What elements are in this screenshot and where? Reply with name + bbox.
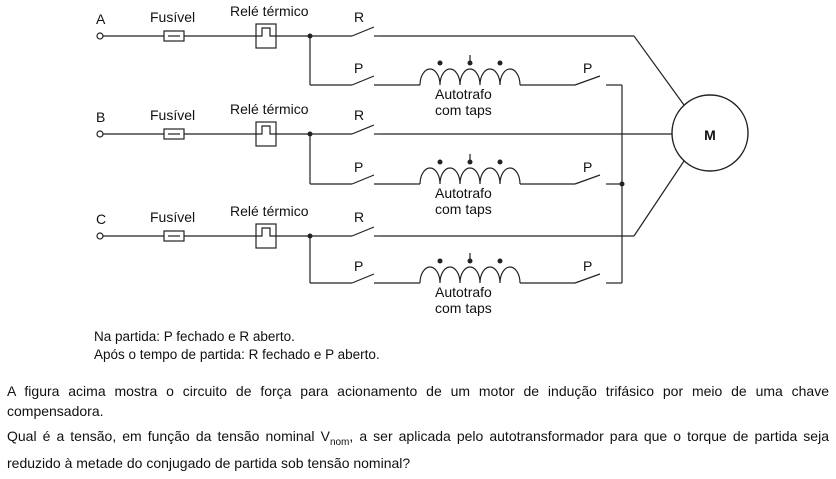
tap-dot xyxy=(437,258,443,264)
vnom-subscript: nom xyxy=(329,436,350,448)
autotrafo-label: com taps xyxy=(435,102,492,118)
start-contact-label: P xyxy=(354,258,363,274)
autotransformer-coil xyxy=(419,68,521,86)
start-contact-blade xyxy=(351,75,375,86)
autotransformer-coil xyxy=(419,266,521,284)
motor-lead-c xyxy=(633,160,685,237)
phase-label: A xyxy=(96,11,106,27)
tap-dot xyxy=(497,258,503,264)
autotrafo-label: com taps xyxy=(435,300,492,316)
star-junction xyxy=(619,181,625,187)
start-contact-label: P xyxy=(354,159,363,175)
question-text-after: , a ser aplicada pelo autotransformador … xyxy=(7,428,829,471)
tap-dot xyxy=(437,159,443,165)
thermal-element xyxy=(256,27,276,37)
autotrafo-label: Autotrafo xyxy=(435,284,492,300)
question-text: A figura acima mostra o circuito de forç… xyxy=(7,381,829,478)
run-contact-label: R xyxy=(354,9,364,25)
question-text-before: Qual é a tensão, em função da tensão nom… xyxy=(7,428,330,444)
autotrafo-label: Autotrafo xyxy=(435,86,492,102)
terminal-a xyxy=(96,32,104,40)
terminal-b xyxy=(96,130,104,138)
phase-label: B xyxy=(96,109,105,125)
start-contact-2-label: P xyxy=(583,159,592,175)
start-contact-2-label: P xyxy=(583,258,592,274)
phase-label: C xyxy=(96,211,106,227)
motor-lead-a xyxy=(633,35,685,106)
thermal-relay-label: Relé térmico xyxy=(230,3,309,19)
question-paragraph-1: A figura acima mostra o circuito de forç… xyxy=(7,383,829,419)
thermal-element xyxy=(256,227,276,237)
start-contact-label: P xyxy=(354,60,363,76)
fuse-label: Fusível xyxy=(150,209,195,225)
run-contact-blade xyxy=(351,226,375,237)
run-contact-blade xyxy=(351,26,375,37)
autotrafo-label: com taps xyxy=(435,201,492,217)
thermal-relay-label: Relé térmico xyxy=(230,203,309,219)
notes-line-1: Na partida: P fechado e R aberto. xyxy=(94,329,295,344)
thermal-relay-label: Relé térmico xyxy=(230,101,309,117)
operation-notes: Na partida: P fechado e R aberto. Após o… xyxy=(94,328,380,364)
fuse-label: Fusível xyxy=(150,9,195,25)
notes-line-2: Após o tempo de partida: R fechado e P a… xyxy=(94,347,380,362)
start-contact-2-blade xyxy=(574,75,601,86)
motor-symbol xyxy=(671,94,749,172)
autotrafo-label: Autotrafo xyxy=(435,185,492,201)
fuse-label: Fusível xyxy=(150,107,195,123)
start-contact-2-blade xyxy=(574,273,601,284)
run-contact-label: R xyxy=(354,209,364,225)
run-contact-label: R xyxy=(354,107,364,123)
tap-dot xyxy=(437,60,443,66)
start-contact-2-label: P xyxy=(583,60,592,76)
run-contact-blade xyxy=(351,124,375,135)
start-contact-blade xyxy=(351,174,375,185)
terminal-c xyxy=(96,232,104,240)
motor-label: M xyxy=(704,127,716,143)
start-contact-blade xyxy=(351,273,375,284)
question-paragraph-2: Qual é a tensão, em função da tensão nom… xyxy=(7,426,829,473)
tap-dot xyxy=(497,60,503,66)
thermal-element xyxy=(256,125,276,135)
tap-dot xyxy=(497,159,503,165)
autotransformer-coil xyxy=(419,167,521,185)
start-contact-2-blade xyxy=(574,174,601,185)
